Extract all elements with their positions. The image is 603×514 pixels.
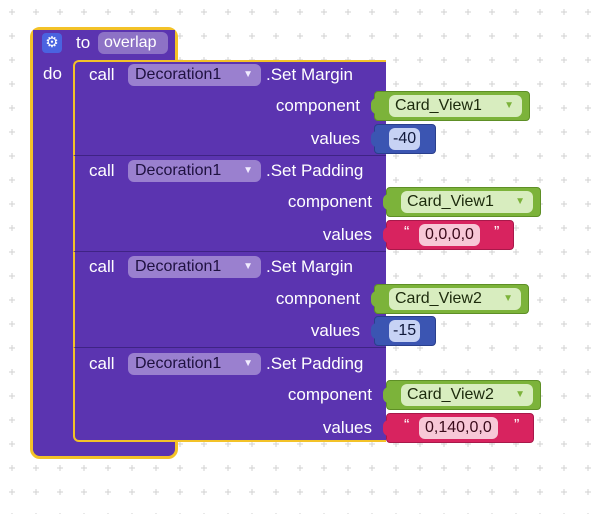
component-dropdown[interactable]: Decoration1▼	[128, 64, 261, 86]
call-label: call	[89, 161, 115, 180]
call-label: call	[89, 354, 115, 373]
param-label-component: component	[287, 192, 372, 211]
param-label-values: values	[310, 321, 360, 340]
number-value[interactable]: -40	[389, 128, 421, 150]
param-label-values: values	[322, 225, 372, 244]
text-value[interactable]: 0,140,0,0	[419, 417, 498, 439]
chevron-down-icon: ▼	[515, 196, 525, 207]
chevron-down-icon: ▼	[503, 293, 513, 304]
procedure-name: overlap	[104, 34, 157, 51]
chevron-down-icon: ▼	[243, 261, 253, 272]
chevron-down-icon: ▼	[243, 165, 253, 176]
component-value-dropdown[interactable]: Card_View1▼	[401, 191, 533, 213]
chevron-down-icon: ▼	[243, 358, 253, 369]
open-quote: “	[404, 224, 410, 241]
param-label-component: component	[275, 289, 360, 308]
component-value-dropdown[interactable]: Card_View1▼	[389, 95, 522, 117]
chevron-down-icon: ▼	[515, 389, 525, 400]
procedure-keyword: to	[76, 33, 91, 52]
plug-tab	[371, 323, 381, 339]
plug-tab	[371, 291, 381, 307]
call-label: call	[89, 65, 115, 84]
component-dropdown[interactable]: Decoration1▼	[128, 160, 261, 182]
param-label-component: component	[287, 385, 372, 404]
chevron-down-icon: ▼	[243, 69, 253, 80]
param-label-values: values	[322, 418, 372, 437]
component-dropdown[interactable]: Decoration1▼	[128, 256, 261, 278]
method-name: .Set Padding	[266, 161, 364, 180]
plug-tab	[383, 387, 393, 403]
method-name: .Set Margin	[266, 65, 353, 84]
method-name: .Set Margin	[266, 257, 353, 276]
close-quote: ”	[494, 224, 500, 241]
component-value-dropdown[interactable]: Card_View2▼	[401, 384, 533, 406]
close-quote: ”	[514, 417, 520, 434]
chevron-down-icon: ▼	[504, 100, 514, 111]
plug-tab	[383, 194, 393, 210]
open-quote: “	[404, 417, 410, 434]
procedure-name-field[interactable]: overlap	[98, 32, 168, 54]
plug-tab	[383, 420, 393, 436]
text-value[interactable]: 0,0,0,0	[419, 224, 480, 246]
plug-tab	[371, 131, 381, 147]
plug-tab	[371, 98, 381, 114]
call-label: call	[89, 257, 115, 276]
param-label-component: component	[275, 96, 360, 115]
method-name: .Set Padding	[266, 354, 364, 373]
plug-tab	[383, 227, 393, 243]
param-label-values: values	[310, 129, 360, 148]
number-value[interactable]: -15	[389, 320, 421, 342]
gear-icon[interactable]: ⚙	[42, 33, 62, 53]
component-dropdown[interactable]: Decoration1▼	[128, 353, 261, 375]
do-label: do	[43, 64, 62, 83]
procedure-bottom	[33, 440, 175, 456]
component-value-dropdown[interactable]: Card_View2▼	[389, 288, 521, 310]
